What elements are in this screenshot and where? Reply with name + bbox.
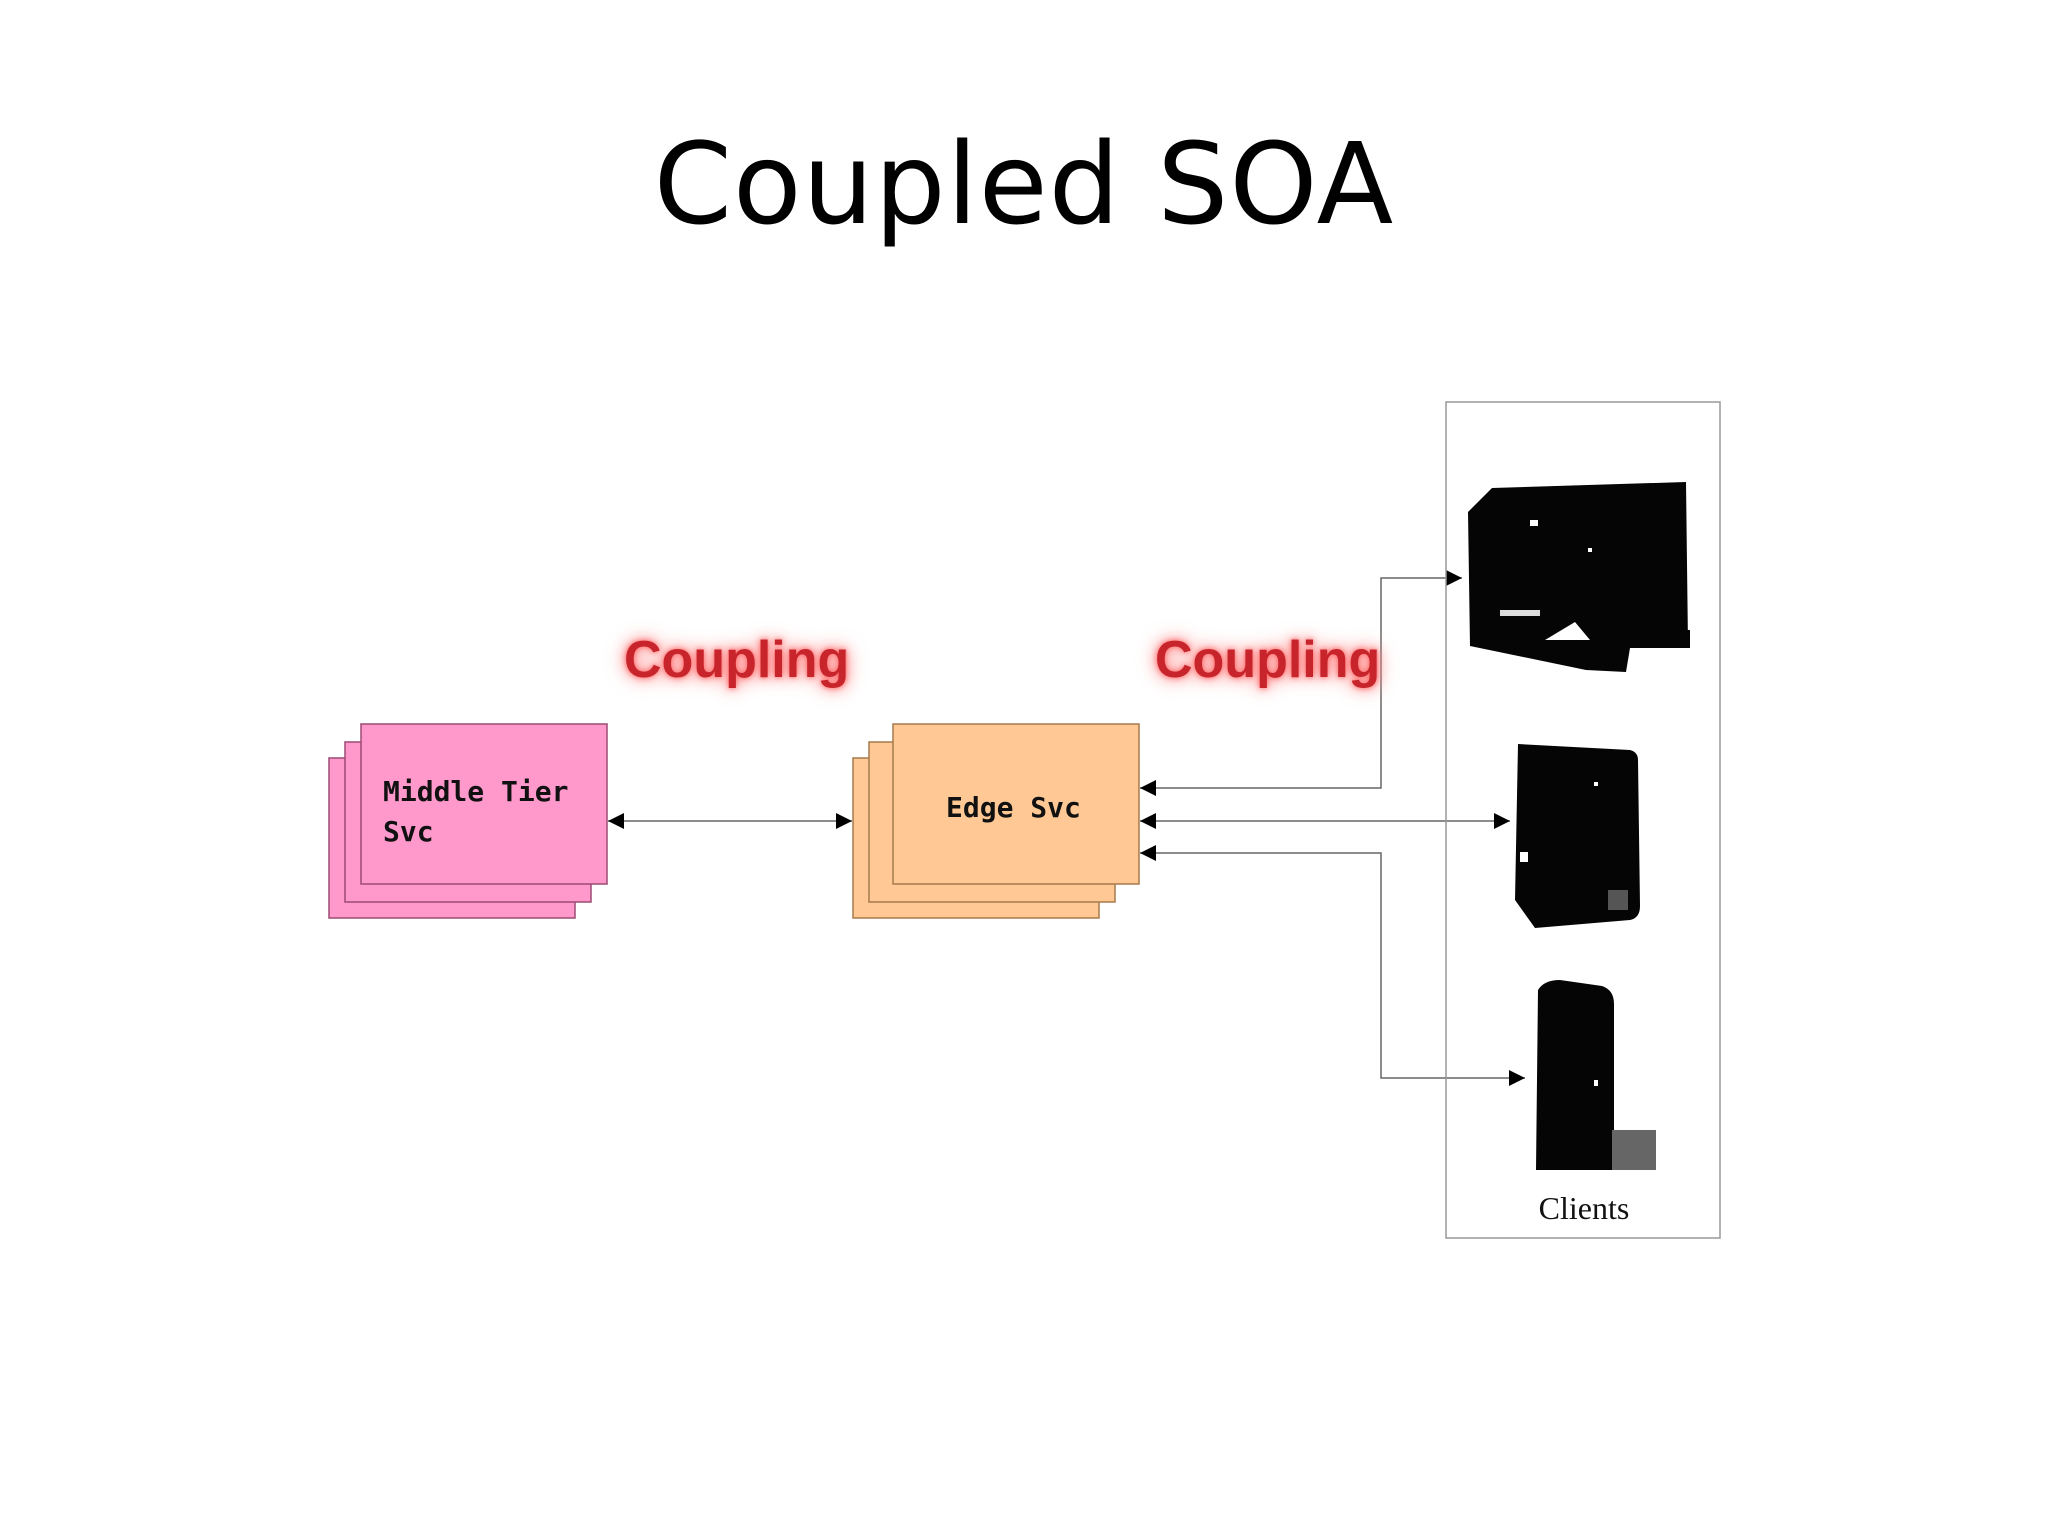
middle-tier-service-stack[interactable]	[328, 723, 608, 919]
coupling-label-right: Coupling	[1155, 631, 1381, 689]
tablet-icon[interactable]	[1515, 744, 1640, 928]
desktop-monitor-icon[interactable]	[1468, 482, 1690, 672]
edge-service-stack[interactable]	[852, 723, 1140, 919]
edge-service-label: Edge Svc	[946, 791, 1081, 824]
middle-tier-label-line2: Svc	[383, 815, 434, 848]
edge-desktop-connector	[1140, 570, 1462, 796]
clients-label: Clients	[1538, 1190, 1630, 1226]
middle-tier-label: Middle Tier Svc	[383, 772, 568, 852]
phone-icon[interactable]	[1536, 980, 1656, 1170]
coupling-label-left: Coupling	[624, 631, 850, 689]
middle-tier-label-line1: Middle Tier	[383, 775, 569, 808]
edge-phone-connector	[1140, 845, 1525, 1086]
clients-container	[1445, 401, 1721, 1239]
page-title: Coupled SOA	[653, 120, 1395, 250]
